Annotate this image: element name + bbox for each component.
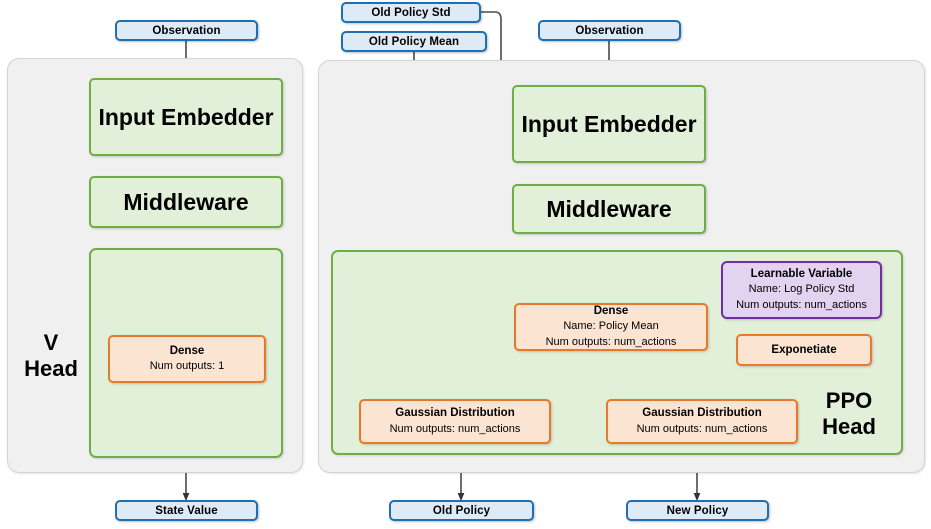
ppo-learnable-variable-outputs: Num outputs: num_actions — [736, 299, 867, 312]
ppo-head-label-line2: Head — [822, 413, 876, 439]
v-input-embedder-label: Input Embedder — [98, 103, 274, 130]
v-head-label-line1: V — [43, 330, 59, 355]
v-head-label-line2: Head — [24, 355, 78, 381]
input-old-policy-mean[interactable]: Old Policy Mean — [341, 31, 487, 52]
ppo-dense-policy-mean[interactable]: Dense Name: Policy Mean Num outputs: num… — [514, 303, 708, 351]
output-new-policy[interactable]: New Policy — [626, 500, 769, 521]
ppo-input-embedder[interactable]: Input Embedder — [512, 85, 706, 163]
ppo-learnable-variable-name: Name: Log Policy Std — [748, 283, 855, 296]
v-head-label: V Head — [12, 330, 90, 382]
arrow-old-policy-std-to-gaussian-old — [481, 11, 505, 401]
v-input-embedder[interactable]: Input Embedder — [89, 78, 283, 156]
ppo-head-label: PPO Head — [806, 388, 892, 440]
output-old-policy[interactable]: Old Policy — [389, 500, 534, 521]
ppo-head-label-line1: PPO — [825, 388, 873, 413]
input-old-policy-std[interactable]: Old Policy Std — [341, 2, 481, 23]
ppo-dense-title: Dense — [593, 304, 629, 317]
ppo-dense-name: Name: Policy Mean — [563, 320, 659, 333]
v-dense-title: Dense — [169, 344, 205, 357]
output-old-policy-label: Old Policy — [432, 504, 491, 517]
ppo-gaussian-new-outputs: Num outputs: num_actions — [636, 422, 768, 435]
ppo-dense-outputs: Num outputs: num_actions — [545, 336, 677, 349]
ppo-learnable-variable-title: Learnable Variable — [750, 267, 853, 280]
ppo-exponetiate[interactable]: Exponetiate — [736, 334, 872, 366]
input-observation-ppo-label: Observation — [575, 24, 644, 37]
output-state-value-label: State Value — [155, 504, 218, 517]
ppo-exponetiate-title: Exponetiate — [771, 343, 837, 356]
ppo-middleware-label: Middleware — [546, 195, 672, 222]
input-observation-v[interactable]: Observation — [115, 20, 258, 41]
input-old-policy-std-label: Old Policy Std — [371, 6, 451, 19]
ppo-gaussian-old-outputs: Num outputs: num_actions — [389, 422, 521, 435]
v-middleware-label: Middleware — [123, 188, 249, 215]
ppo-middleware[interactable]: Middleware — [512, 184, 706, 234]
input-observation-ppo[interactable]: Observation — [538, 20, 681, 41]
output-new-policy-label: New Policy — [666, 504, 729, 517]
ppo-input-embedder-label: Input Embedder — [521, 110, 697, 137]
ppo-gaussian-new-title: Gaussian Distribution — [642, 407, 762, 420]
v-dense-outputs: Num outputs: 1 — [149, 360, 225, 373]
ppo-gaussian-old-title: Gaussian Distribution — [395, 407, 515, 420]
v-dense[interactable]: Dense Num outputs: 1 — [108, 335, 266, 383]
v-middleware[interactable]: Middleware — [89, 176, 283, 228]
ppo-learnable-variable[interactable]: Learnable Variable Name: Log Policy Std … — [721, 261, 882, 319]
output-state-value[interactable]: State Value — [115, 500, 258, 521]
input-old-policy-mean-label: Old Policy Mean — [368, 35, 460, 48]
ppo-gaussian-new[interactable]: Gaussian Distribution Num outputs: num_a… — [606, 399, 798, 444]
ppo-gaussian-old[interactable]: Gaussian Distribution Num outputs: num_a… — [359, 399, 551, 444]
input-observation-v-label: Observation — [152, 24, 221, 37]
